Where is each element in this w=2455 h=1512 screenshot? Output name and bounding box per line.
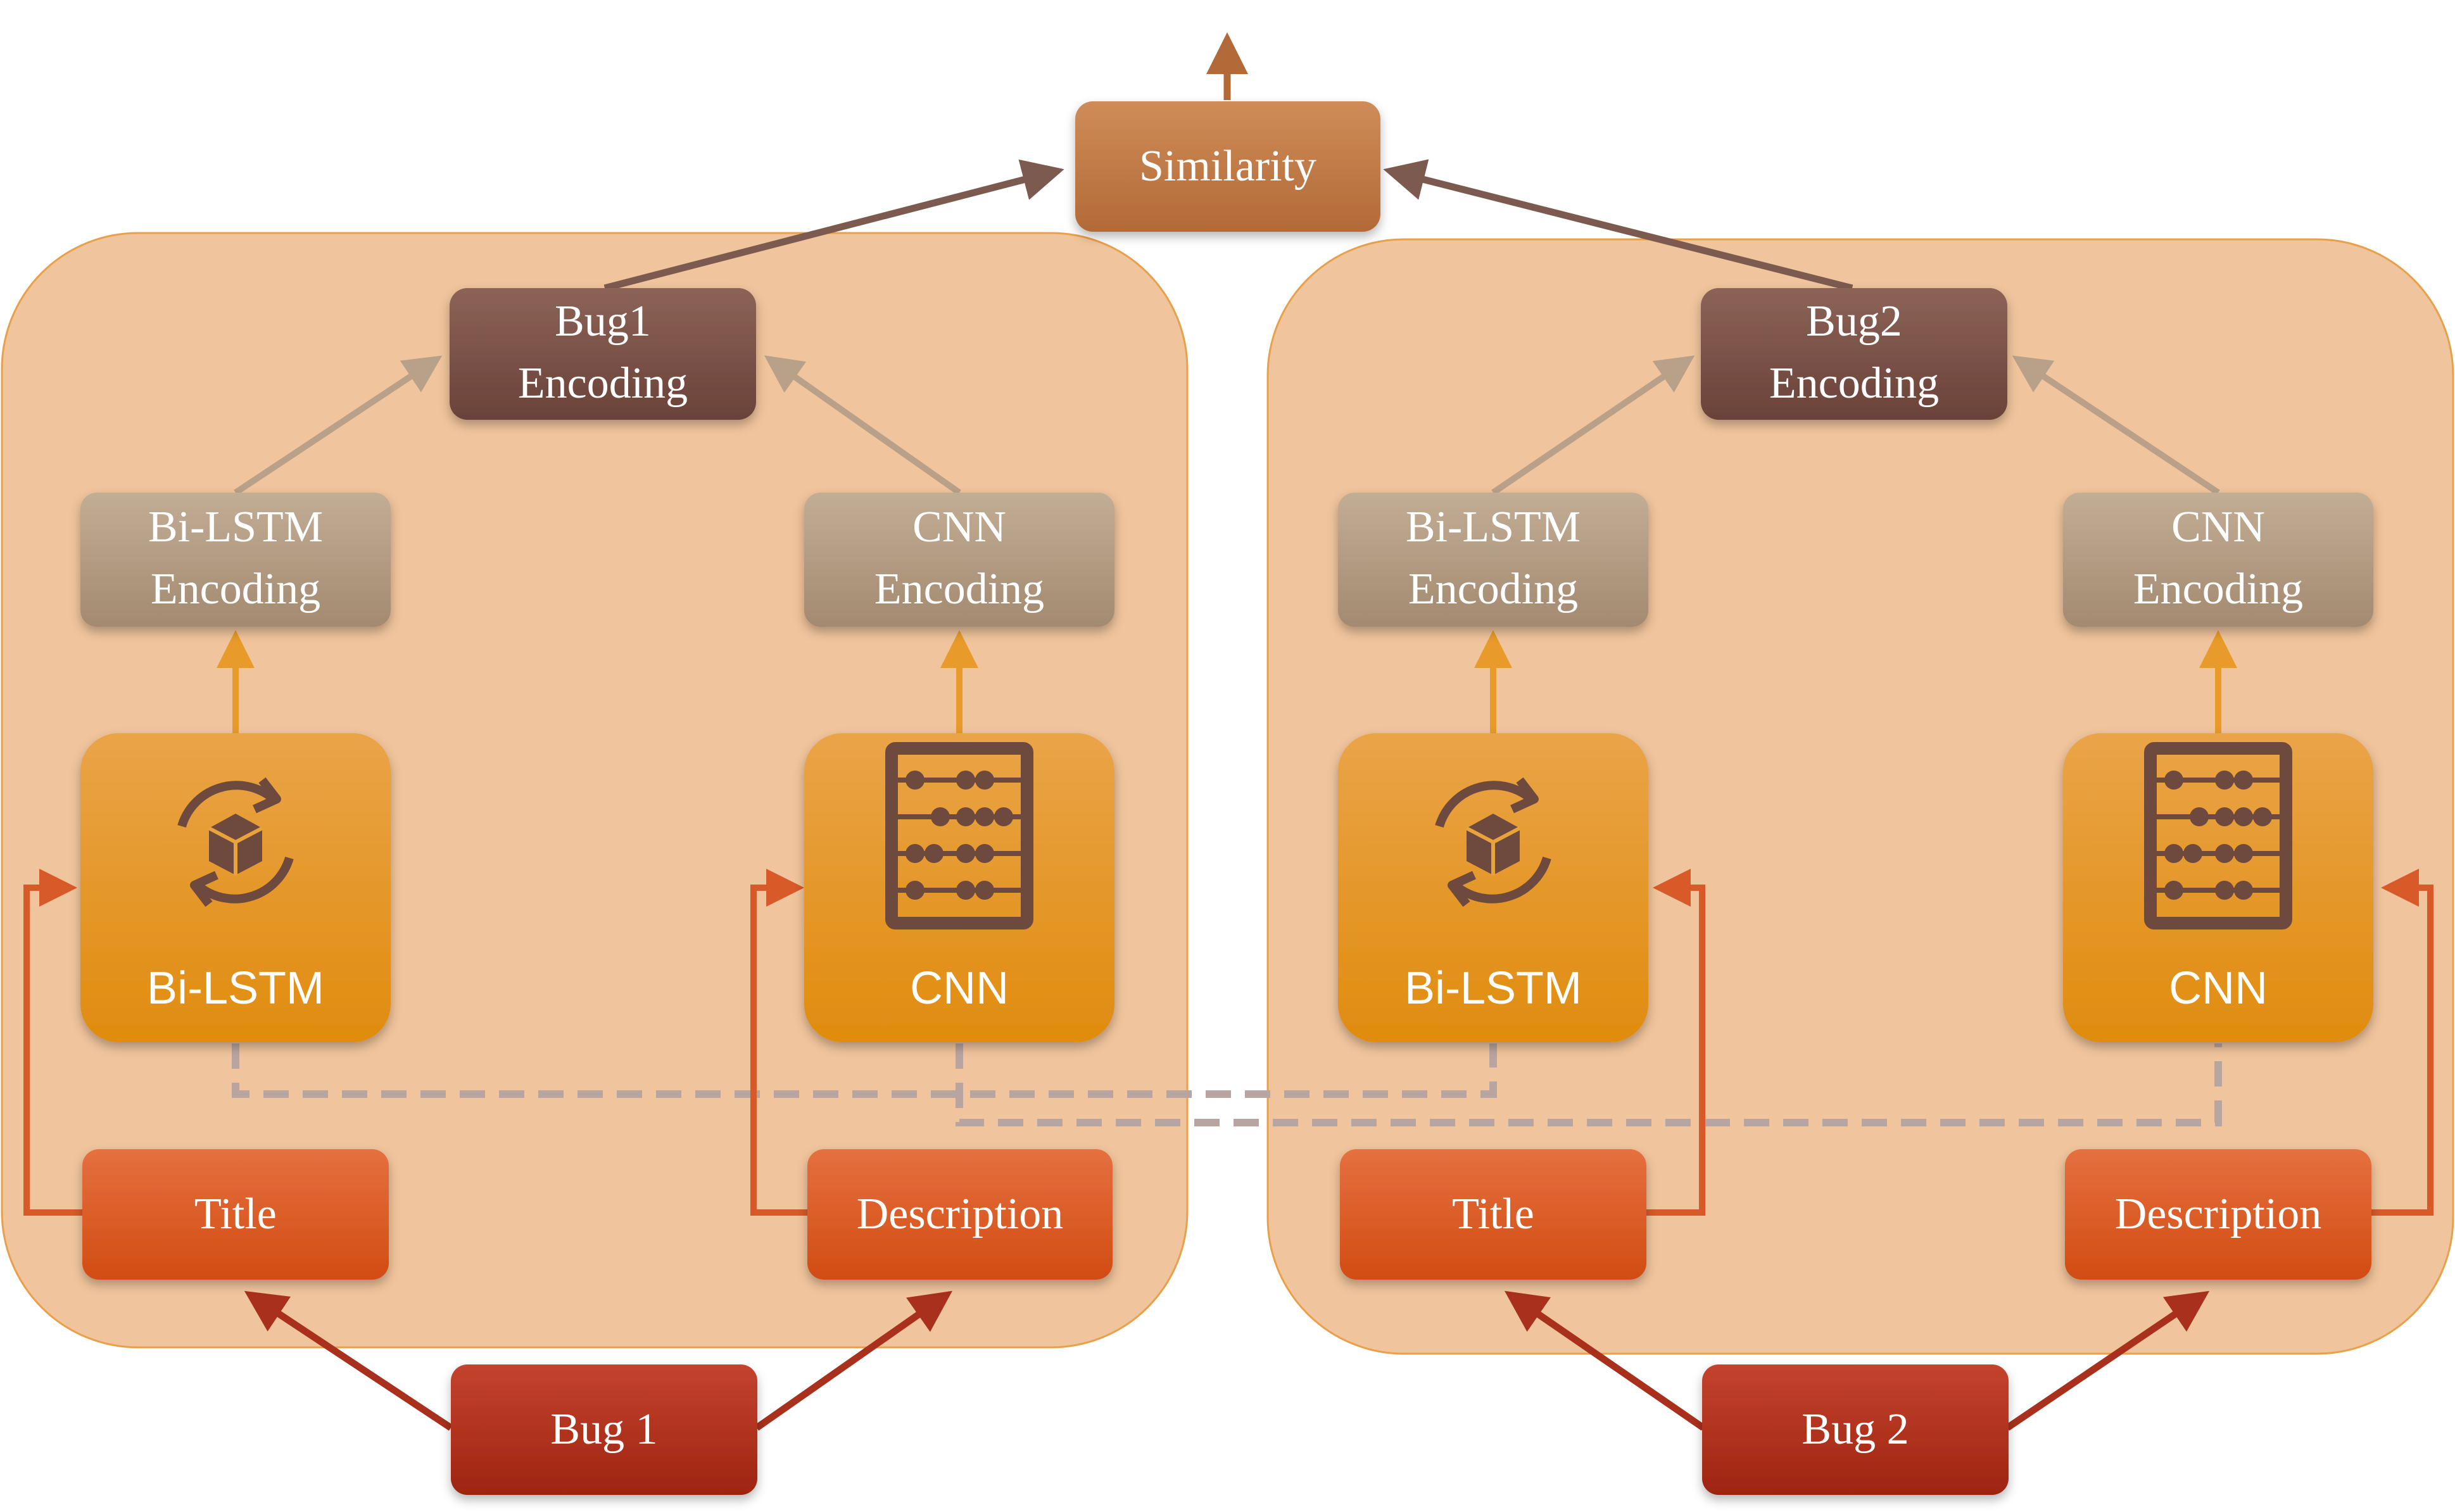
arrows-bug-to-inputs <box>244 1290 2210 1431</box>
bilstm-block <box>1338 733 1648 1042</box>
bilstm-encoding-node <box>80 493 391 627</box>
bug-encoding-node <box>1701 288 2007 420</box>
description-field-node <box>807 1149 1113 1280</box>
bug-node <box>1702 1364 2009 1495</box>
abacus-icon <box>885 742 1033 929</box>
description-label: Description <box>2115 1190 2322 1238</box>
bilstm-encoding-node <box>1338 493 1648 627</box>
bug-encoding-label-line1: Bug2 <box>1806 297 1902 346</box>
cnn-encoding-label-line2: Encoding <box>874 565 1044 614</box>
bilstm-encoding-label-line2: Encoding <box>1408 565 1578 614</box>
shared-weights-connectors <box>232 1043 2222 1126</box>
cnn-encoding-label-line2: Encoding <box>2133 565 2303 614</box>
description-label: Description <box>857 1190 1064 1238</box>
cnn-label: CNN <box>2169 963 2268 1014</box>
bug-encoding-node <box>450 288 756 420</box>
bilstm-encoding-label-line1: Bi-LSTM <box>1406 503 1581 551</box>
branch-bug2: Bug2 Encoding Bi-LSTM Encoding CNN Encod… <box>1338 288 2373 1495</box>
abacus-icon <box>2144 742 2292 929</box>
bilstm-encoding-label-line1: Bi-LSTM <box>148 503 323 551</box>
description-field-node <box>2065 1149 2371 1280</box>
bug-label: Bug 2 <box>1802 1405 1909 1454</box>
bug-node <box>451 1364 757 1495</box>
bilstm-block <box>80 733 391 1042</box>
bug-encoding-label-line1: Bug1 <box>555 297 651 346</box>
arrows-input-to-model <box>23 869 2433 1216</box>
cycle-box-icon <box>177 777 294 907</box>
cnn-label: CNN <box>910 963 1009 1014</box>
branch-bug1: Bug1 Encoding Bi-LSTM Encoding CNN Encod… <box>80 288 1114 1495</box>
bug-encoding-label-line2: Encoding <box>518 359 688 408</box>
similarity-label: Similarity <box>1139 142 1316 191</box>
title-field-node <box>1340 1149 1646 1280</box>
cnn-encoding-node <box>2063 493 2373 627</box>
title-label: Title <box>1452 1190 1534 1238</box>
cycle-box-icon <box>1435 777 1551 907</box>
cnn-encoding-label-line1: CNN <box>912 503 1006 551</box>
bilstm-encoding-label-line2: Encoding <box>151 565 320 614</box>
arrow-bug1-encoding-to-similarity <box>603 159 1064 292</box>
bug-encoding-label-line2: Encoding <box>1769 359 1939 408</box>
cnn-encoding-node <box>804 493 1114 627</box>
arrow-bug2-encoding-to-similarity <box>1383 159 1853 292</box>
bilstm-label: Bi-LSTM <box>1404 963 1582 1014</box>
bilstm-label: Bi-LSTM <box>147 963 324 1014</box>
similarity-node <box>1075 101 1380 232</box>
arrows-model-to-encoding <box>217 630 2237 733</box>
title-label: Title <box>194 1190 277 1238</box>
bug-label: Bug 1 <box>550 1405 657 1454</box>
arrows-sub-to-bug-encoding <box>234 355 2220 496</box>
title-field-node <box>82 1149 389 1280</box>
cnn-encoding-label-line1: CNN <box>2171 503 2265 551</box>
